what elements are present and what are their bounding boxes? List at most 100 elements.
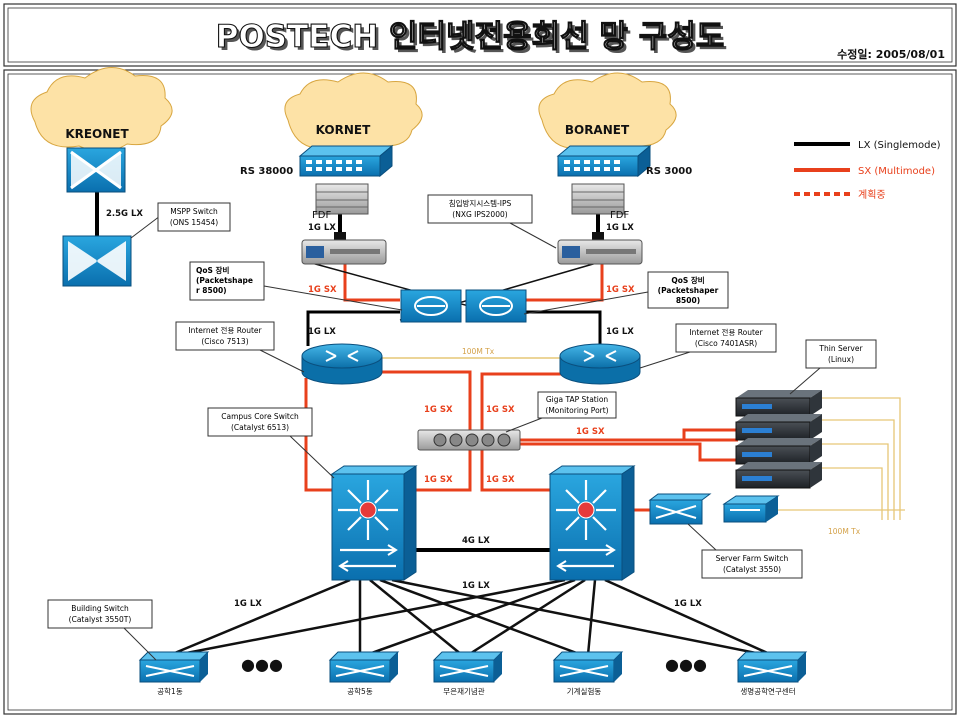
legend-sx-label: SX (Multimode): [858, 166, 935, 177]
callout-router-right-line1: Internet 전용 Router: [689, 327, 763, 337]
links: [95, 192, 905, 657]
svg-text:MSPP Switch: MSPP Switch: [170, 207, 218, 216]
callout-thin-server-line2: (Linux): [828, 355, 854, 364]
giga-tap-icon: [417, 429, 521, 451]
building-label-4: 기계실험동: [567, 686, 602, 696]
callout-giga-tap-line1: Giga TAP Station: [546, 395, 609, 404]
tx-100m-router: 100M Tx: [462, 347, 495, 356]
internet-router-right-icon: [559, 343, 641, 385]
building-switch-3-icon: [432, 651, 504, 683]
qos-shaper-left-icon: [400, 289, 462, 323]
svg-text:Thin Server: Thin Server: [818, 344, 863, 353]
sx-1g-tap-right-bottom: 1G SX: [486, 475, 515, 485]
callout-mspp-line1: MSPP Switch: [170, 207, 218, 216]
rs-boranet-label: RS 3000: [646, 166, 692, 177]
building-switch-4-icon: [552, 651, 624, 683]
link-labels: 2.5G LX RS 38000 RS 3000 FDF FDF 1G LX 1…: [106, 166, 861, 609]
svg-text:(Cisco 7513): (Cisco 7513): [201, 337, 248, 346]
more-buildings-left: ●●●: [241, 655, 283, 674]
callout-server-farm-line2: (Catalyst 3550): [723, 565, 781, 574]
svg-text:(Packetshape: (Packetshape: [196, 276, 253, 285]
svg-text:(Packetshaper: (Packetshaper: [658, 286, 719, 295]
core-switch-left-icon: [330, 465, 418, 581]
callout-giga-tap-line2: (Monitoring Port): [545, 406, 608, 415]
svg-text:Server Farm Switch: Server Farm Switch: [716, 554, 789, 563]
thin-server-stack-icon: [735, 390, 822, 489]
building-label-5: 생명공학연구센터: [740, 686, 795, 696]
callout-mspp: MSPP Switch (ONS 15454): [130, 202, 231, 239]
svg-text:8500): 8500): [676, 296, 700, 305]
callout-ips-line2: (NXG IPS2000): [452, 210, 507, 219]
server-farm-switch-2-icon: [722, 495, 780, 523]
lx-1g-router-left: 1G LX: [308, 327, 336, 337]
core-switch-right-icon: [548, 465, 636, 581]
svg-text:QoS 장비: QoS 장비: [196, 265, 229, 275]
fdf-boranet-label: FDF: [610, 210, 629, 221]
page-title-shadow: POSTECH 인터넷전용회선 망 구성도: [219, 22, 728, 58]
lx-1g-right-label: 1G LX: [674, 599, 702, 609]
svg-text:(Catalyst 3550): (Catalyst 3550): [723, 565, 781, 574]
building-switch-2-icon: [328, 651, 400, 683]
svg-text:Internet 전용 Router: Internet 전용 Router: [689, 327, 763, 337]
lx-1g-center-label: 1G LX: [462, 581, 490, 591]
ips-appliance-left-icon: [301, 239, 387, 265]
callout-giga-tap: Giga TAP Station (Monitoring Port): [505, 391, 617, 433]
qos-shaper-right-icon: [465, 289, 527, 323]
callout-router-right: Internet 전용 Router (Cisco 7401ASR): [639, 323, 777, 369]
callout-server-farm-line1: Server Farm Switch: [716, 554, 789, 563]
svg-text:(Cisco 7401ASR): (Cisco 7401ASR): [695, 339, 757, 348]
svg-text:침입방지시스템-IPS: 침입방지시스템-IPS: [449, 198, 512, 208]
fdf-panel-boranet-icon: [571, 183, 625, 215]
callout-qos-left-line1: QoS 장비: [196, 265, 229, 275]
legend-lx-label: LX (Singlemode): [858, 140, 941, 151]
callout-qos-right-line3: 8500): [676, 296, 700, 305]
callout-building-switch: Building Switch (Catalyst 3550T): [47, 599, 157, 661]
more-buildings-right: ●●●: [665, 655, 707, 674]
callout-ips: 침입방지시스템-IPS (NXG IPS2000): [427, 194, 557, 249]
svg-text:QoS 장비: QoS 장비: [671, 275, 704, 285]
callout-thin-server-line1: Thin Server: [818, 344, 863, 353]
kreonet-router-icon: [66, 147, 126, 193]
tx-100m-server: 100M Tx: [828, 527, 861, 536]
callout-core-switch-line1: Campus Core Switch: [221, 412, 299, 421]
callout-qos-right-line1: QoS 장비: [671, 275, 704, 285]
svg-text:Building Switch: Building Switch: [71, 604, 129, 613]
sx-1g-tap-left-top: 1G SX: [424, 405, 453, 415]
sx-1g-tap-server: 1G SX: [576, 427, 605, 437]
callout-core-switch: Campus Core Switch (Catalyst 6513): [207, 407, 335, 479]
cloud-kreonet: KREONET: [30, 67, 173, 152]
kornet-port-icon: [334, 232, 346, 240]
callout-qos-left: QoS 장비 (Packetshape r 8500): [189, 261, 403, 311]
lx-1g-router-right: 1G LX: [606, 327, 634, 337]
callout-mspp-line2: (ONS 15454): [170, 218, 218, 227]
legend-planned-label: 계획중: [858, 189, 886, 201]
revision-date: 수정일: 2005/08/01: [837, 47, 945, 61]
svg-text:Internet 전용 Router: Internet 전용 Router: [188, 325, 262, 335]
callout-building-switch-line1: Building Switch: [71, 604, 129, 613]
callout-qos-right-line2: (Packetshaper: [658, 286, 719, 295]
callout-thin-server: Thin Server (Linux): [789, 339, 877, 395]
callout-router-left-line1: Internet 전용 Router: [188, 325, 262, 335]
callout-router-left: Internet 전용 Router (Cisco 7513): [175, 321, 305, 373]
lx-1g-left-label: 1G LX: [234, 599, 262, 609]
svg-text:(NXG IPS2000): (NXG IPS2000): [452, 210, 507, 219]
lx-1g-kornet-top: 1G LX: [308, 223, 336, 233]
cloud-kornet-label: KORNET: [316, 123, 371, 137]
callout-core-switch-line2: (Catalyst 6513): [231, 423, 289, 432]
fdf-panel-kornet-icon: [315, 183, 369, 215]
building-label-1: 공학1동: [157, 686, 183, 696]
building-switch-5-icon: [736, 651, 808, 683]
callout-router-left-line2: (Cisco 7513): [201, 337, 248, 346]
mspp-switch-icon: [62, 235, 132, 287]
fdf-kornet-label: FDF: [312, 210, 331, 221]
callout-qos-left-line3: r 8500): [196, 286, 227, 295]
legend: LX (Singlemode) SX (Multimode) 계획중: [794, 140, 941, 201]
internet-router-left-icon: [301, 343, 383, 385]
boranet-port-icon: [592, 232, 604, 240]
svg-text:r 8500): r 8500): [196, 286, 227, 295]
callout-building-switch-line2: (Catalyst 3550T): [69, 615, 132, 624]
sx-1g-kornet: 1G SX: [308, 285, 337, 295]
building-labels: 공학1동 공학5동 무은재기념관 기계실험동 생명공학연구센터: [157, 686, 795, 696]
sx-1g-tap-left-bottom: 1G SX: [424, 475, 453, 485]
cloud-boranet-label: BORANET: [565, 123, 630, 137]
